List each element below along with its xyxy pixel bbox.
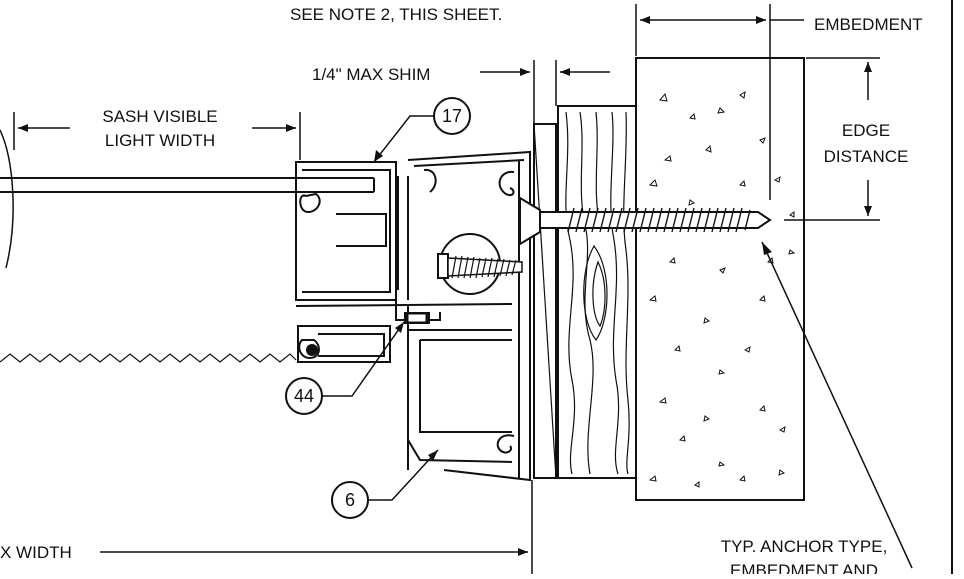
cut-curve	[0, 129, 14, 269]
concrete-substrate	[635, 57, 805, 501]
aggregate-marks	[648, 91, 796, 488]
weatherstrip-44	[404, 312, 430, 324]
break-line	[0, 353, 297, 363]
width-label: X WIDTH	[0, 543, 72, 562]
internal-screw	[437, 233, 523, 295]
embedment-label: EMBEDMENT	[814, 15, 923, 34]
leader-arrowheads	[374, 150, 772, 461]
callout-6-label: 6	[345, 490, 355, 510]
edge-label: EDGE	[842, 121, 890, 140]
dimension-lines	[13, 4, 913, 574]
anchor-type-label: TYP. ANCHOR TYPE,	[721, 537, 888, 556]
glazing-gasket	[298, 192, 321, 360]
anchor-screw	[519, 196, 772, 246]
callout-17-label: 17	[442, 106, 462, 126]
sash-visible-label: SASH VISIBLE	[102, 107, 217, 126]
callout-17: 17	[433, 97, 471, 135]
callout-6: 6	[331, 481, 369, 519]
callout-44-label: 44	[294, 386, 314, 406]
light-width-label: LIGHT WIDTH	[105, 131, 215, 150]
top-note: SEE NOTE 2, THIS SHEET.	[290, 5, 502, 24]
wood-buck	[557, 105, 637, 479]
callout-44: 44	[285, 377, 323, 415]
shim	[533, 123, 557, 479]
glass-lite	[0, 177, 375, 193]
distance-label: DISTANCE	[824, 147, 909, 166]
embedment-and-label: EMBEDMENT AND	[730, 561, 878, 574]
max-shim-label: 1/4" MAX SHIM	[312, 65, 430, 84]
